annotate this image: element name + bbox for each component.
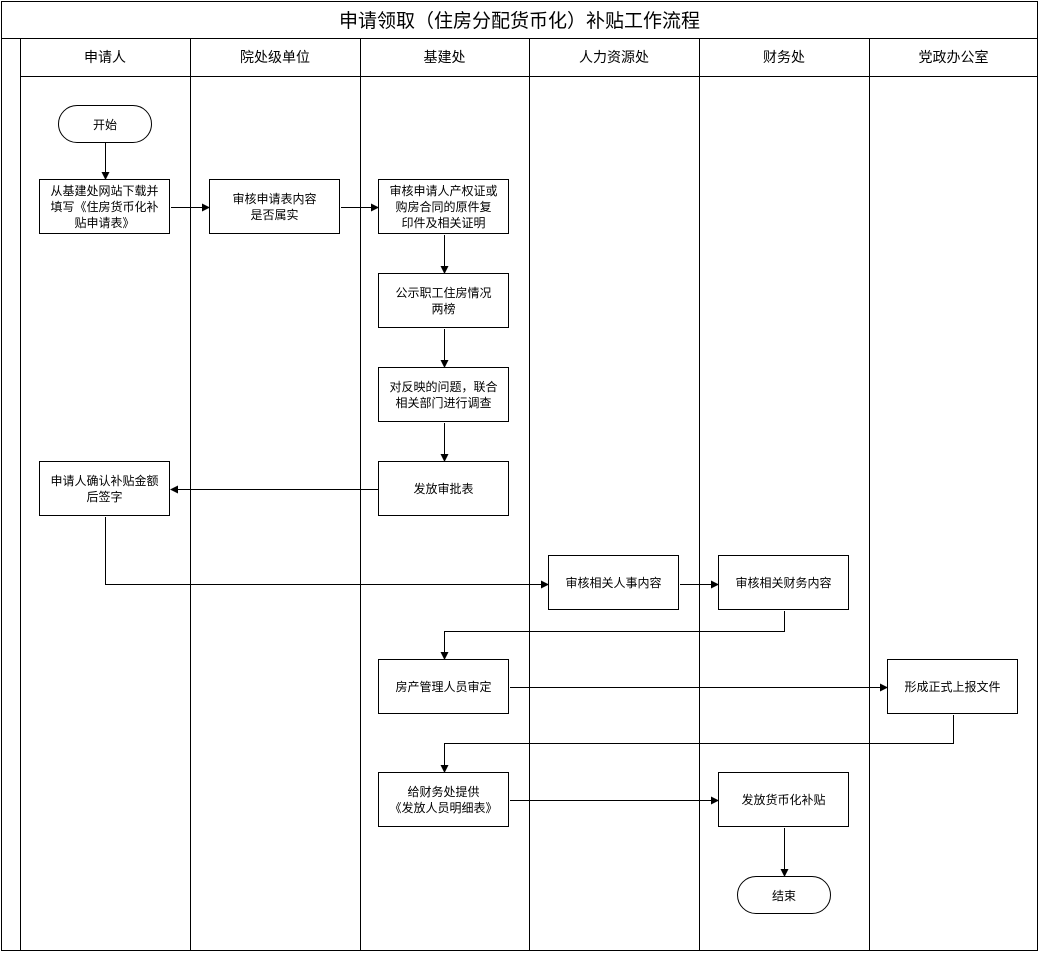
- lane-header-department: 院处级单位: [240, 50, 310, 66]
- node-provide-list: 给财务处提供 《发放人员明细表》: [378, 772, 509, 827]
- node-issue-form: 发放审批表: [378, 461, 509, 516]
- start-node: 开始: [58, 105, 152, 143]
- lane-header-finance: 财务处: [763, 50, 805, 66]
- arrow-confirm-hr: [105, 517, 549, 589]
- node-confirm-sign: 申请人确认补贴金额 后签字: [39, 461, 170, 516]
- end-node: 结束: [737, 876, 831, 914]
- node-pay-subsidy: 发放货币化补贴: [718, 772, 849, 827]
- node-verify-docs: 审核申请人产权证或 购房合同的原件复 印件及相关证明: [378, 179, 509, 234]
- arrow-doc-list: [440, 715, 954, 773]
- arrow-finance-housing: [440, 611, 785, 660]
- node-hr-review: 审核相关人事内容: [548, 555, 679, 610]
- node-publicize: 公示职工住房情况 两榜: [378, 273, 509, 328]
- lane-header-applicant: 申请人: [84, 50, 126, 66]
- node-verify-form: 审核申请表内容 是否属实: [209, 179, 340, 234]
- lane-header-hr: 人力资源处: [579, 50, 649, 66]
- node-formal-doc: 形成正式上报文件: [887, 659, 1018, 714]
- node-investigate: 对反映的问题，联合 相关部门进行调查: [378, 367, 509, 422]
- node-housing-approve: 房产管理人员审定: [378, 659, 509, 714]
- page-title: 申请领取（住房分配货币化）补贴工作流程: [338, 10, 700, 32]
- lane-header-office: 党政办公室: [918, 50, 989, 66]
- node-download: 从基建处网站下载并 填写《住房货币化补 贴申请表》: [39, 179, 170, 234]
- node-finance-review: 审核相关财务内容: [718, 555, 849, 610]
- lane-header-infrastructure: 基建处: [423, 50, 466, 66]
